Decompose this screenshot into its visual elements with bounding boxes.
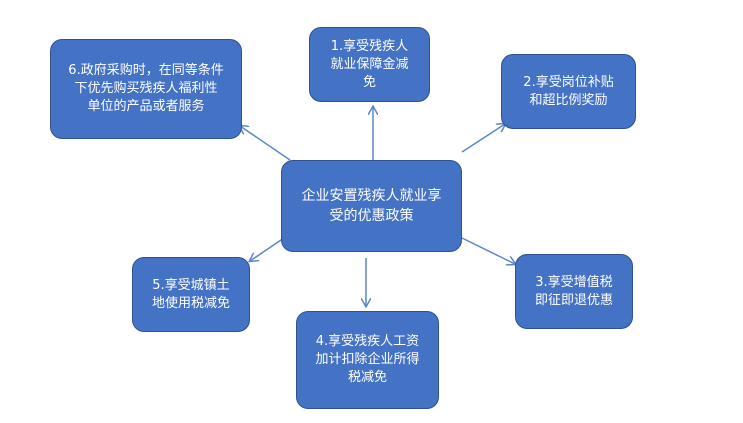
policy-node-5: 5.享受城镇土 地使用税减免 <box>132 257 250 332</box>
arrow-to-policy-3 <box>461 237 515 264</box>
arrow-to-policy-6 <box>240 126 291 161</box>
policy-node-1: 1.享受残疾人 就业保障金减 免 <box>309 27 430 102</box>
policy-node-4: 4.享受残疾人工资 加计扣除企业所得 税减免 <box>296 311 439 409</box>
arrow-to-policy-2 <box>461 124 505 153</box>
policy-node-3: 3.享受增值税 即征即退优惠 <box>515 254 633 329</box>
policy-node-2: 2.享受岗位补贴 和超比例奖励 <box>501 54 636 129</box>
central-topic-node: 企业安置残疾人就业享 受的优惠政策 <box>281 160 462 252</box>
policy-node-6: 6.政府采购时，在同等条件 下优先购买残疾人福利性 单位的产品或者服务 <box>50 39 242 139</box>
arrow-to-policy-5 <box>250 237 285 261</box>
